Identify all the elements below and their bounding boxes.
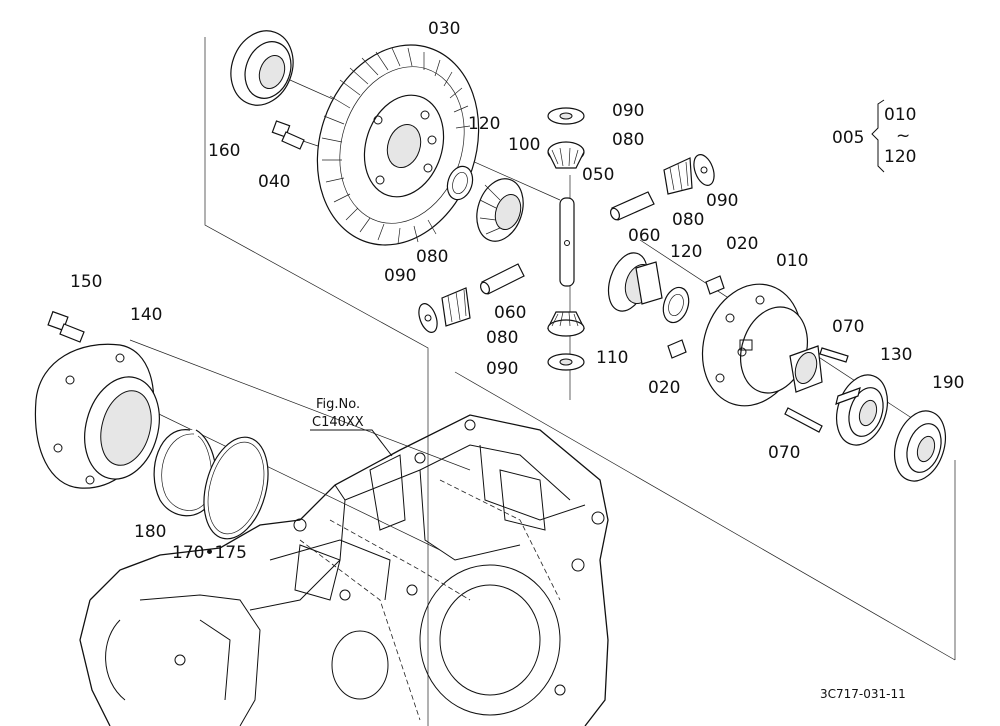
assembly-bracket <box>871 99 885 173</box>
label-140: 140 <box>130 305 162 325</box>
pinion-080-right <box>663 157 693 195</box>
assembly-number: 005 <box>832 128 864 148</box>
assembly-range-end: 120 <box>884 147 916 167</box>
label-170-175: 170•175 <box>172 543 247 563</box>
label-080-right: 080 <box>672 210 704 230</box>
label-130: 130 <box>880 345 912 365</box>
label-010: 010 <box>776 251 808 271</box>
label-120-upper: 120 <box>468 114 500 134</box>
label-090-right: 090 <box>706 191 738 211</box>
label-100: 100 <box>508 135 540 155</box>
pinion-080-top <box>547 141 585 169</box>
label-080-left: 080 <box>416 247 448 267</box>
assembly-range: 005 010 ~ 120 <box>832 105 916 167</box>
label-060-upper: 060 <box>628 226 660 246</box>
label-080-bottom: 080 <box>486 328 518 348</box>
differential-case-010 <box>701 283 823 407</box>
fig-ref-line2: C140XX <box>312 415 364 430</box>
label-160: 160 <box>208 141 240 161</box>
bearing-160 <box>230 30 294 106</box>
label-180: 180 <box>134 522 166 542</box>
label-090-bottom: 090 <box>486 359 518 379</box>
pin-060-upper <box>609 191 655 221</box>
fig-ref-line1: Fig.No. <box>316 397 360 412</box>
label-030: 030 <box>428 19 460 39</box>
washer-090-top <box>547 107 585 125</box>
label-020-upper: 020 <box>726 234 758 254</box>
shim-120-lower <box>662 286 690 324</box>
side-gear-100 <box>476 178 524 242</box>
pin-020-lower <box>667 339 687 359</box>
label-110: 110 <box>596 348 628 368</box>
washer-090-left <box>418 303 438 333</box>
assembly-range-start: 010 <box>884 105 916 125</box>
pinion-080-left <box>441 287 471 327</box>
label-050: 050 <box>582 165 614 185</box>
pin-060-lower <box>479 263 525 295</box>
transmission-housing <box>79 414 609 726</box>
label-150: 150 <box>70 272 102 292</box>
pin-070-upper <box>819 347 849 363</box>
drawing-code: 3C717-031-11 <box>820 687 906 701</box>
retainer-140 <box>34 343 160 489</box>
assembly-range-tilde: ~ <box>896 126 910 146</box>
label-120-lower: 120 <box>670 242 702 262</box>
fig-reference: Fig.No. C140XX <box>312 397 364 430</box>
label-060-lower: 060 <box>494 303 526 323</box>
label-040: 040 <box>258 172 290 192</box>
label-090-top: 090 <box>612 101 644 121</box>
ring-gear-030 <box>316 44 480 246</box>
pin-070-lower <box>784 407 823 433</box>
bearing-130 <box>835 374 888 446</box>
label-070-lower: 070 <box>768 443 800 463</box>
washer-090-bottom <box>547 353 585 371</box>
label-090-left: 090 <box>384 266 416 286</box>
fig-ref-marker <box>310 429 393 457</box>
pinion-shaft-050 <box>559 197 575 287</box>
bolt-040 <box>271 120 305 150</box>
side-gear-110 <box>607 252 663 312</box>
bolt-150 <box>47 310 85 343</box>
pinion-080-bottom <box>547 311 585 337</box>
label-190: 190 <box>932 373 964 393</box>
shim-120-upper <box>446 165 474 201</box>
callout-labels: 030 160 040 120 100 050 090 080 080 090 … <box>70 19 964 563</box>
label-080-top: 080 <box>612 130 644 150</box>
label-070-upper: 070 <box>832 317 864 337</box>
o-ring-170-175 <box>203 436 269 540</box>
washer-090-right <box>693 154 715 186</box>
label-020-lower: 020 <box>648 378 680 398</box>
snap-ring-180 <box>153 429 217 517</box>
bearing-190 <box>894 410 946 482</box>
pin-020-upper <box>705 275 725 295</box>
